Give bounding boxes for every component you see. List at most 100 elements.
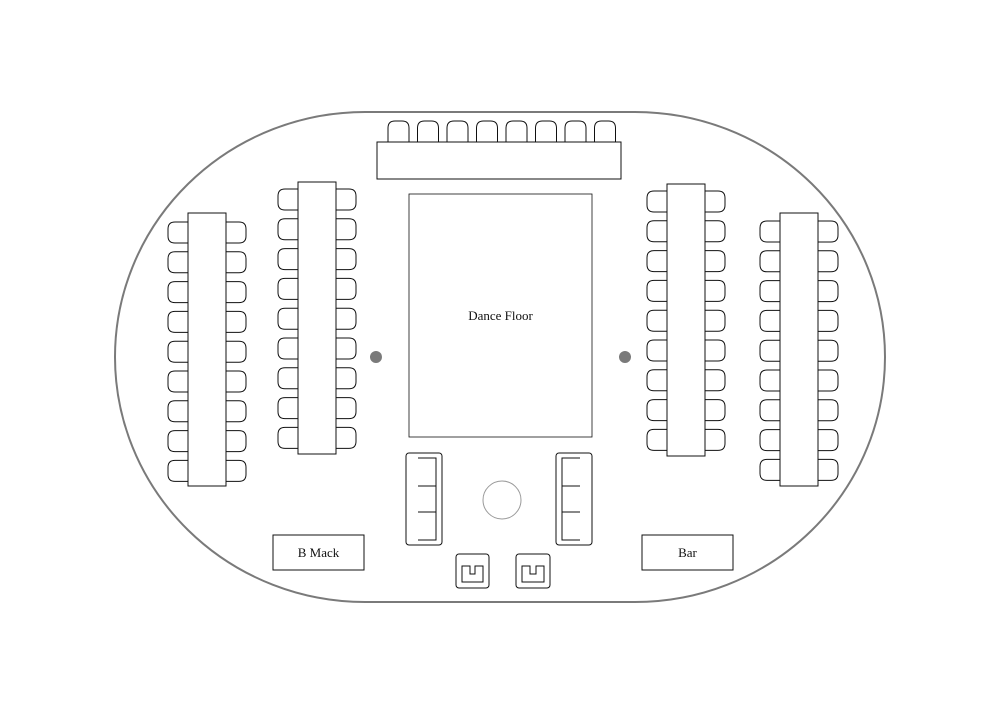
- banquet-seat[interactable]: [646, 399, 667, 422]
- head-table-group: [387, 120, 616, 142]
- banquet-seat[interactable]: [705, 220, 726, 243]
- banquet-seat[interactable]: [705, 339, 726, 362]
- banquet-seat[interactable]: [277, 426, 298, 449]
- head-table-seat[interactable]: [417, 120, 439, 142]
- banquet-seat[interactable]: [818, 309, 839, 332]
- banquet-seat[interactable]: [759, 429, 780, 452]
- right-marker-dot: [619, 351, 631, 363]
- banquet-seat[interactable]: [818, 429, 839, 452]
- banquet-seat[interactable]: [818, 399, 839, 422]
- banquet-seat[interactable]: [277, 397, 298, 420]
- banquet-seat[interactable]: [277, 248, 298, 271]
- banquet-seat[interactable]: [336, 367, 357, 390]
- banquet-seat[interactable]: [705, 428, 726, 451]
- banquet-seat[interactable]: [226, 281, 247, 304]
- dj-booth-label: B Mack: [298, 545, 340, 560]
- banquet-seat[interactable]: [705, 250, 726, 273]
- banquet-seat[interactable]: [759, 220, 780, 243]
- banquet-seat[interactable]: [759, 250, 780, 273]
- banquet-seat[interactable]: [759, 280, 780, 303]
- banquet-table-4[interactable]: [779, 212, 819, 487]
- head-table-seat[interactable]: [564, 120, 587, 142]
- banquet-seat[interactable]: [277, 277, 298, 300]
- banquet-seat[interactable]: [646, 220, 667, 243]
- banquet-seat[interactable]: [759, 458, 780, 481]
- round-pillar: [482, 480, 522, 520]
- lounge-sofa-right[interactable]: [555, 452, 593, 546]
- banquet-seat[interactable]: [646, 190, 667, 213]
- banquet-seat[interactable]: [226, 400, 247, 423]
- banquet-seat[interactable]: [646, 279, 667, 302]
- banquet-seat[interactable]: [226, 370, 247, 393]
- banquet-table-2[interactable]: [297, 181, 337, 455]
- banquet-seat[interactable]: [759, 369, 780, 392]
- banquet-seat[interactable]: [167, 370, 188, 393]
- banquet-seat[interactable]: [277, 188, 298, 211]
- banquet-seat[interactable]: [336, 337, 357, 360]
- banquet-table-1[interactable]: [187, 212, 227, 487]
- head-table-seat[interactable]: [446, 120, 469, 142]
- banquet-tables: [167, 181, 839, 487]
- banquet-seat[interactable]: [646, 250, 667, 273]
- head-table-seat[interactable]: [387, 120, 410, 142]
- banquet-seat[interactable]: [167, 221, 188, 244]
- banquet-seat[interactable]: [226, 221, 247, 244]
- banquet-seat[interactable]: [818, 250, 839, 273]
- banquet-seat[interactable]: [336, 188, 357, 211]
- banquet-seat[interactable]: [336, 218, 357, 241]
- head-table[interactable]: [376, 141, 622, 180]
- banquet-seat[interactable]: [646, 339, 667, 362]
- head-table-seat[interactable]: [594, 120, 616, 142]
- banquet-seat[interactable]: [336, 248, 357, 271]
- head-table-seat[interactable]: [505, 120, 528, 142]
- banquet-seat[interactable]: [818, 280, 839, 303]
- banquet-seat[interactable]: [818, 220, 839, 243]
- banquet-seat[interactable]: [818, 458, 839, 481]
- banquet-seat[interactable]: [277, 218, 298, 241]
- banquet-seat[interactable]: [167, 340, 188, 363]
- banquet-seat[interactable]: [226, 340, 247, 363]
- lounge-chair-right[interactable]: [515, 553, 551, 589]
- banquet-seat[interactable]: [705, 369, 726, 392]
- banquet-seat[interactable]: [336, 307, 357, 330]
- banquet-seat[interactable]: [277, 367, 298, 390]
- head-table-seat[interactable]: [535, 120, 557, 142]
- dj-booth[interactable]: [272, 534, 365, 571]
- bar-counter[interactable]: [641, 534, 734, 571]
- banquet-seat[interactable]: [646, 309, 667, 332]
- banquet-seat[interactable]: [167, 281, 188, 304]
- banquet-seat[interactable]: [167, 310, 188, 333]
- banquet-seat[interactable]: [646, 369, 667, 392]
- banquet-seat[interactable]: [226, 310, 247, 333]
- banquet-seat[interactable]: [705, 399, 726, 422]
- banquet-seat[interactable]: [167, 400, 188, 423]
- lounge-sofa-left[interactable]: [405, 452, 443, 546]
- banquet-seat[interactable]: [336, 277, 357, 300]
- banquet-seat[interactable]: [759, 399, 780, 422]
- banquet-seat[interactable]: [818, 339, 839, 362]
- banquet-seat[interactable]: [818, 369, 839, 392]
- left-marker-dot: [370, 351, 382, 363]
- banquet-seat[interactable]: [759, 339, 780, 362]
- banquet-seat[interactable]: [277, 307, 298, 330]
- banquet-seat[interactable]: [167, 459, 188, 482]
- banquet-seat[interactable]: [759, 309, 780, 332]
- banquet-seat[interactable]: [226, 251, 247, 274]
- banquet-seat[interactable]: [705, 190, 726, 213]
- banquet-seat[interactable]: [226, 430, 247, 453]
- banquet-seat[interactable]: [336, 426, 357, 449]
- banquet-seat[interactable]: [167, 251, 188, 274]
- banquet-seat[interactable]: [646, 428, 667, 451]
- banquet-table-3[interactable]: [666, 183, 706, 457]
- lounge-chair-left[interactable]: [455, 553, 490, 589]
- banquet-seat[interactable]: [336, 397, 357, 420]
- banquet-seat[interactable]: [277, 337, 298, 360]
- head-table-seat[interactable]: [476, 120, 498, 142]
- dance-floor[interactable]: [408, 193, 593, 438]
- banquet-seat[interactable]: [226, 459, 247, 482]
- banquet-seat[interactable]: [705, 309, 726, 332]
- banquet-seat[interactable]: [167, 430, 188, 453]
- banquet-seat[interactable]: [705, 279, 726, 302]
- bar-label: Bar: [678, 545, 697, 560]
